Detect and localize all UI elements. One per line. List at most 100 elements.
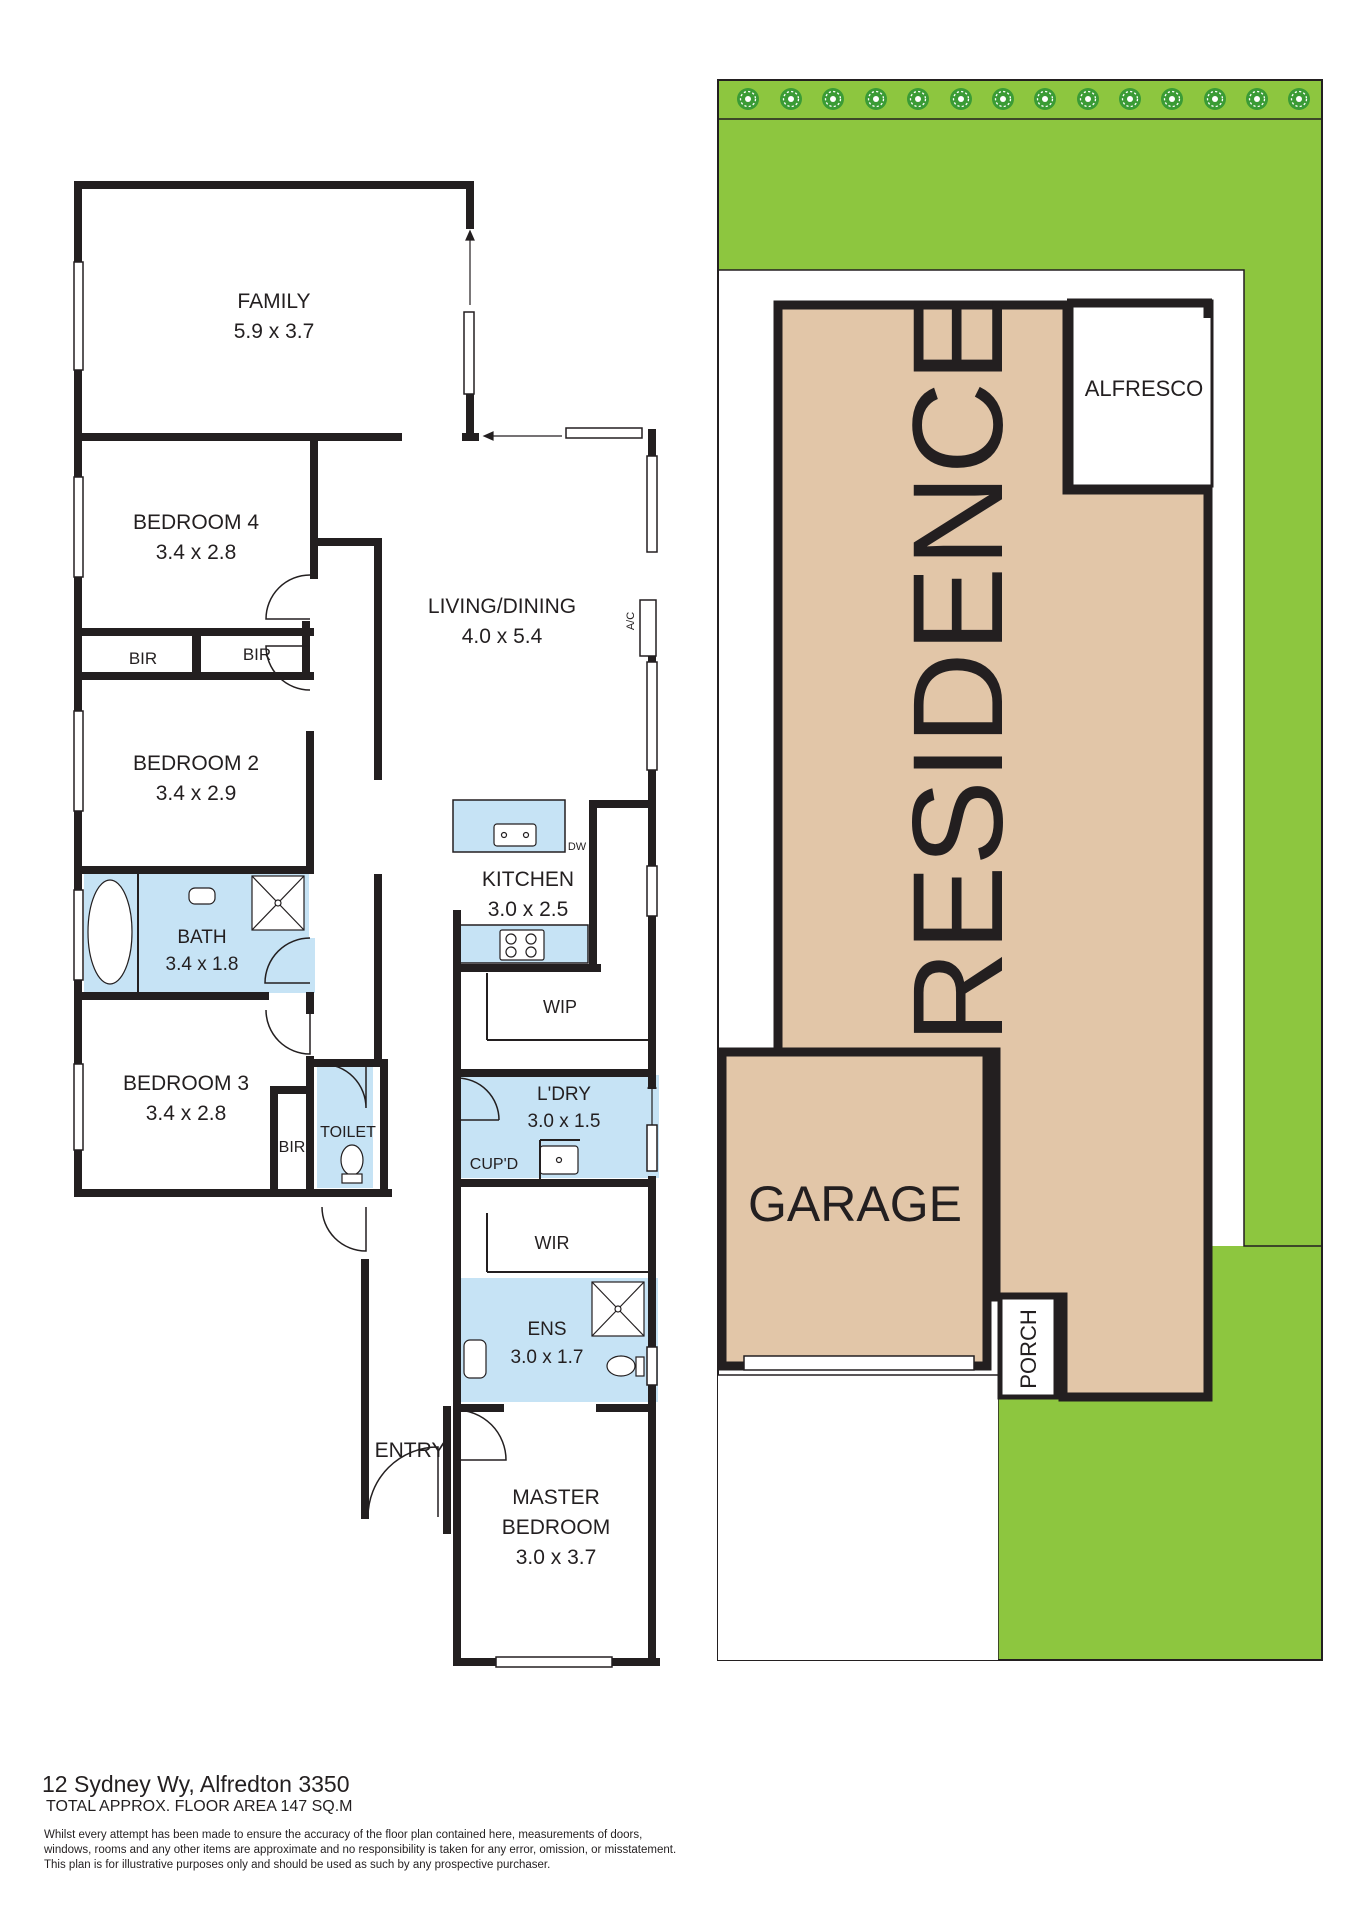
- tree-icon: [821, 87, 845, 111]
- window: [646, 455, 658, 553]
- porch-label: PORCH: [1016, 1309, 1041, 1388]
- room-size-family: 5.9 x 3.7: [234, 320, 315, 343]
- room-label-family: FAMILY: [237, 290, 310, 313]
- sink-icon: [493, 823, 537, 847]
- ac-label: A/C: [625, 612, 637, 630]
- window: [646, 661, 658, 771]
- room-label-living-dining: LIVING/DINING: [428, 595, 576, 618]
- bath-floor: [265, 938, 315, 993]
- hotplate-icon: [525, 946, 537, 958]
- hotplate-icon: [525, 933, 537, 945]
- room-label-wip: WIP: [543, 997, 577, 1017]
- room-label-laundry: L'DRY: [537, 1084, 591, 1105]
- room-size-bath: 3.4 x 1.8: [166, 954, 239, 975]
- disclaimer-line: This plan is for illustrative purposes o…: [44, 1859, 551, 1871]
- site-boundary-outline: [717, 79, 1323, 1661]
- window: [646, 1124, 658, 1172]
- disclaimer-line: windows, rooms and any other items are a…: [44, 1844, 677, 1856]
- dishwasher-label: DW: [568, 841, 587, 853]
- room-size-bedroom3: 3.4 x 2.8: [146, 1102, 227, 1125]
- footer: 12 Sydney Wy, Alfredton 3350 TOTAL APPRO…: [42, 1771, 942, 1873]
- room-size-kitchen: 3.0 x 2.5: [488, 898, 569, 921]
- tree-icon: [1160, 87, 1184, 111]
- lawn-top: [718, 80, 1322, 270]
- drain-icon: [614, 1305, 622, 1313]
- garage-label: GARAGE: [748, 1176, 962, 1232]
- window: [73, 710, 84, 812]
- room-label-bedroom3: BEDROOM 3: [123, 1072, 249, 1095]
- room-label-master-bedroom: MASTER: [512, 1486, 600, 1509]
- window: [646, 865, 658, 917]
- room-size-bedroom4: 3.4 x 2.8: [156, 541, 237, 564]
- room-label-ensuite: ENS: [527, 1319, 566, 1340]
- driveway: [718, 1375, 998, 1660]
- fixtures: [87, 823, 645, 1379]
- residence-label: RESIDENCE: [887, 297, 1030, 1044]
- tree-icon: [736, 87, 760, 111]
- site-plan: RESIDENCE ALFRESCO GARAGE PORCH: [717, 79, 1323, 1661]
- room-label-master-bedroom-2: BEDROOM: [502, 1516, 611, 1539]
- garage-door: [743, 1355, 975, 1371]
- room-size-laundry: 3.0 x 1.5: [528, 1111, 601, 1132]
- ac-unit: [639, 599, 657, 657]
- room-label-entry: ENTRY: [375, 1439, 446, 1462]
- room-size-ensuite: 3.0 x 1.7: [511, 1347, 584, 1368]
- toilet-icon: [606, 1355, 636, 1377]
- room-label-cupboard: CUP'D: [470, 1156, 518, 1173]
- cooktop-icon: [499, 929, 545, 961]
- tree-icon: [991, 87, 1015, 111]
- garage-footprint: [717, 1047, 992, 1371]
- room-label-wir: WIR: [535, 1233, 570, 1253]
- window: [73, 889, 84, 981]
- bathtub-icon: [87, 879, 133, 985]
- toilet-icon: [340, 1144, 364, 1176]
- room-label-bath: BATH: [177, 927, 226, 948]
- room-label-bir: BIR: [243, 645, 271, 664]
- drain-icon: [274, 899, 282, 907]
- window: [463, 311, 475, 395]
- porch-area: [997, 1294, 1059, 1400]
- tap-icon: [522, 831, 530, 839]
- tree-icon: [1287, 87, 1311, 111]
- room-label-kitchen: KITCHEN: [482, 868, 574, 891]
- tree-icon: [864, 87, 888, 111]
- hotplate-icon: [505, 933, 517, 945]
- floor-area: TOTAL APPROX. FLOOR AREA 147 SQ.M: [46, 1798, 353, 1815]
- window: [646, 1346, 658, 1386]
- hotplate-icon: [505, 946, 517, 958]
- tree-icon: [1118, 87, 1142, 111]
- tap-icon: [500, 831, 508, 839]
- lawn-right: [1244, 270, 1322, 1246]
- alfresco-label: ALFRESCO: [1085, 376, 1204, 401]
- property-address: 12 Sydney Wy, Alfredton 3350: [42, 1771, 350, 1797]
- room-label-bedroom2: BEDROOM 2: [133, 752, 259, 775]
- room-size-bedroom2: 3.4 x 2.9: [156, 782, 237, 805]
- tree-icon: [1076, 87, 1100, 111]
- tree-icon: [1245, 87, 1269, 111]
- disclaimer-line: Whilst every attempt has been made to en…: [44, 1829, 643, 1841]
- tree-icon: [949, 87, 973, 111]
- window: [73, 476, 84, 578]
- room-label-bir: BIR: [279, 1139, 306, 1156]
- room-size-master-bedroom: 3.0 x 3.7: [516, 1546, 597, 1569]
- window: [73, 261, 84, 371]
- wet-areas: [84, 799, 659, 1402]
- tree-icon: [779, 87, 803, 111]
- room-label-bir: BIR: [129, 649, 157, 668]
- vanity-icon: [463, 1339, 487, 1379]
- door-swings: [264, 574, 507, 1518]
- window: [73, 1063, 84, 1151]
- tree-icon: [906, 87, 930, 111]
- room-size-living-dining: 4.0 x 5.4: [462, 625, 543, 648]
- vanity-icon: [188, 887, 216, 905]
- window: [565, 427, 643, 439]
- tree-icon: [1203, 87, 1227, 111]
- windows: [73, 261, 658, 1668]
- room-label-toilet: TOILET: [320, 1124, 376, 1141]
- room-label-bedroom4: BEDROOM 4: [133, 511, 259, 534]
- walls: [74, 181, 660, 1666]
- tree-icon: [1033, 87, 1057, 111]
- window: [495, 1656, 613, 1668]
- sliding-door-arrows: [465, 229, 657, 1125]
